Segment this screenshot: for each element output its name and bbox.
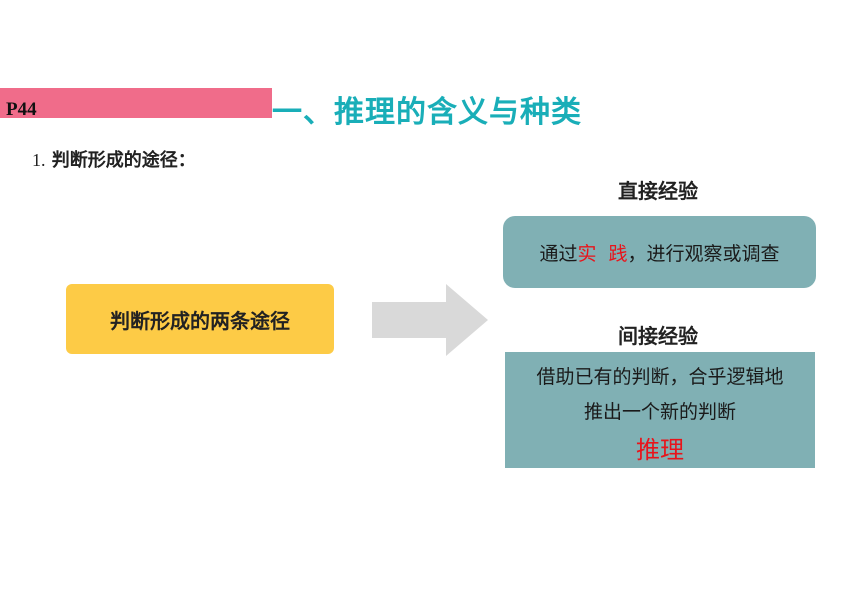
direct-text-before: 通过 xyxy=(539,242,578,265)
indirect-line-2: 推出一个新的判断 xyxy=(583,401,736,423)
source-box: 判断形成的两条途径 xyxy=(66,284,334,354)
right-arrow-icon xyxy=(372,284,488,356)
direct-experience-label: 直接经验 xyxy=(618,179,698,203)
page-number: P44 xyxy=(6,99,37,120)
page-number-banner xyxy=(0,88,272,118)
section-heading-text: 判断形成的途径： xyxy=(51,150,196,171)
section-number: 1. xyxy=(32,150,46,170)
slide-title-text: 一、推理的含义与种类 xyxy=(272,95,582,130)
direct-text-after: ，进行观察或调查 xyxy=(627,242,780,265)
direct-experience-box: 通过实 践，进行观察或调查 xyxy=(503,216,816,288)
indirect-experience-box: 借助已有的判断，合乎逻辑地 推出一个新的判断 推理 xyxy=(505,352,815,468)
source-label: 判断形成的两条途径 xyxy=(110,308,290,333)
direct-highlight: 实 践 xyxy=(577,242,628,265)
indirect-experience-label: 间接经验 xyxy=(618,324,698,348)
section-heading: 1. 判断形成的途径： xyxy=(32,146,196,172)
slide-title: 一、推理的含义与种类 xyxy=(272,86,582,132)
indirect-highlight: 推理 xyxy=(636,436,684,464)
indirect-line-1: 借助已有的判断，合乎逻辑地 xyxy=(536,366,784,388)
